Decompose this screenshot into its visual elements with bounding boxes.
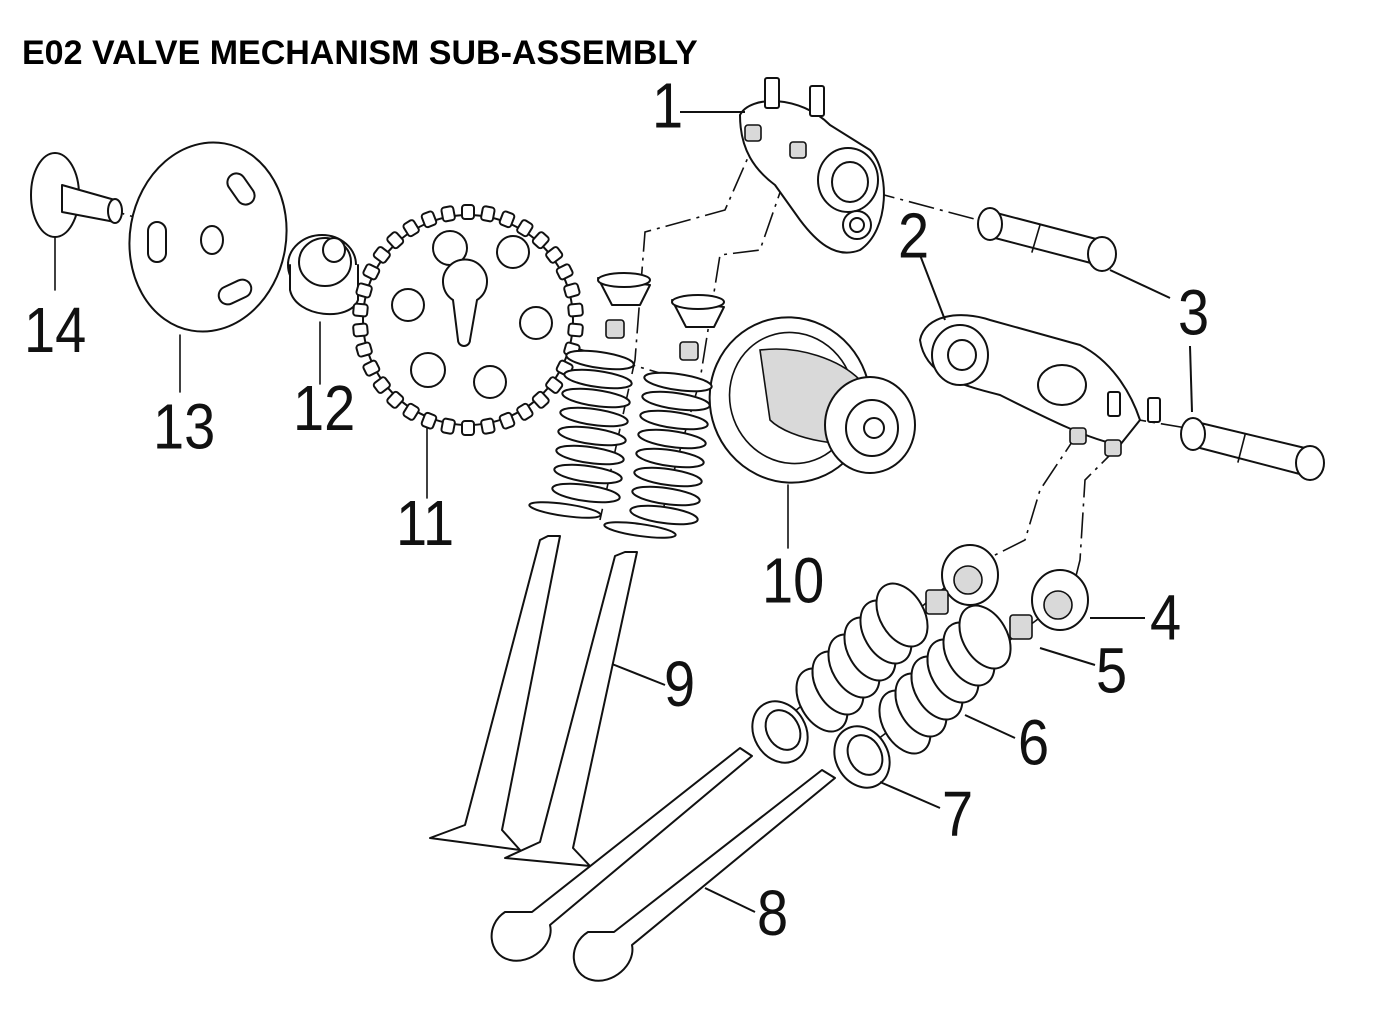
sprocket-tooth xyxy=(420,411,438,430)
callout-5: 5 xyxy=(1096,634,1127,707)
sprocket-tooth xyxy=(516,219,534,238)
sprocket-tooth xyxy=(461,204,475,220)
part-5-valve-cotters xyxy=(925,589,1096,666)
sprocket-tooth xyxy=(440,417,456,435)
sprocket-tooth xyxy=(531,231,550,250)
sprocket-tooth xyxy=(352,302,369,318)
callout-labels: 1 2 3 4 5 6 7 8 9 10 11 12 13 14 xyxy=(24,69,1209,949)
callout-9: 9 xyxy=(664,647,695,720)
part-13-disc-plate xyxy=(128,141,288,393)
part-9-valves xyxy=(429,535,666,867)
sprocket-tooth xyxy=(440,205,456,223)
part-3-rocker-shafts xyxy=(977,207,1325,481)
sprocket-tooth xyxy=(545,376,564,394)
callout-4: 4 xyxy=(1150,581,1181,654)
page-title: E02 VALVE MECHANISM SUB-ASSEMBLY xyxy=(22,34,698,72)
sprocket-tooth xyxy=(567,322,584,338)
part-7-spring-seats xyxy=(751,700,941,809)
callout-3a: 3 xyxy=(1178,276,1209,349)
part-6-valve-springs xyxy=(795,582,1012,755)
part-10-camshaft xyxy=(708,316,916,549)
part-4-spring-retainers xyxy=(941,544,1145,631)
sprocket-tooth xyxy=(480,417,496,435)
sprocket-tooth xyxy=(531,390,550,409)
sprocket-tooth xyxy=(372,246,391,264)
callout-14: 14 xyxy=(24,293,86,366)
callout-8: 8 xyxy=(757,876,788,949)
sprocket-tooth xyxy=(355,282,373,299)
part-11-sprocket xyxy=(352,204,584,499)
callout-13: 13 xyxy=(153,390,215,463)
sprocket-tooth xyxy=(555,263,574,281)
sprocket-tooth xyxy=(480,205,496,223)
part-8-valves xyxy=(490,747,836,982)
part-6-leader xyxy=(964,714,1016,739)
sprocket-tooth xyxy=(420,210,438,229)
part-12-bushing xyxy=(287,234,359,385)
part-2-rocker-arm xyxy=(919,254,1161,457)
sprocket-tooth xyxy=(355,341,373,358)
callout-12: 12 xyxy=(293,371,355,444)
sprocket-tooth xyxy=(386,231,405,250)
sprocket-tooth xyxy=(352,322,369,338)
callout-10: 10 xyxy=(762,544,824,617)
sprocket-tooth xyxy=(402,402,420,421)
part-14-pin xyxy=(30,152,123,291)
sprocket-tooth xyxy=(461,420,475,436)
sprocket-tooth xyxy=(563,282,581,299)
callout-2: 2 xyxy=(898,199,929,272)
sprocket-tooth xyxy=(567,302,584,318)
sprocket-tooth xyxy=(362,359,381,377)
callout-7: 7 xyxy=(942,777,973,850)
sprocket-tooth xyxy=(545,246,564,264)
callout-6: 6 xyxy=(1018,706,1049,779)
sprocket-tooth xyxy=(362,263,381,281)
sprocket-tooth xyxy=(498,411,516,430)
sprocket-tooth xyxy=(386,390,405,409)
sprocket-tooth xyxy=(372,376,391,394)
sprocket-tooth xyxy=(498,210,516,229)
valve-retainers-upper xyxy=(597,272,725,361)
callout-11: 11 xyxy=(396,486,454,559)
callout-1: 1 xyxy=(652,69,683,142)
part-1-rocker-arm xyxy=(680,77,885,254)
valve-springs-upper xyxy=(528,349,713,539)
sprocket-tooth xyxy=(402,219,420,238)
sprocket-tooth xyxy=(516,402,534,421)
